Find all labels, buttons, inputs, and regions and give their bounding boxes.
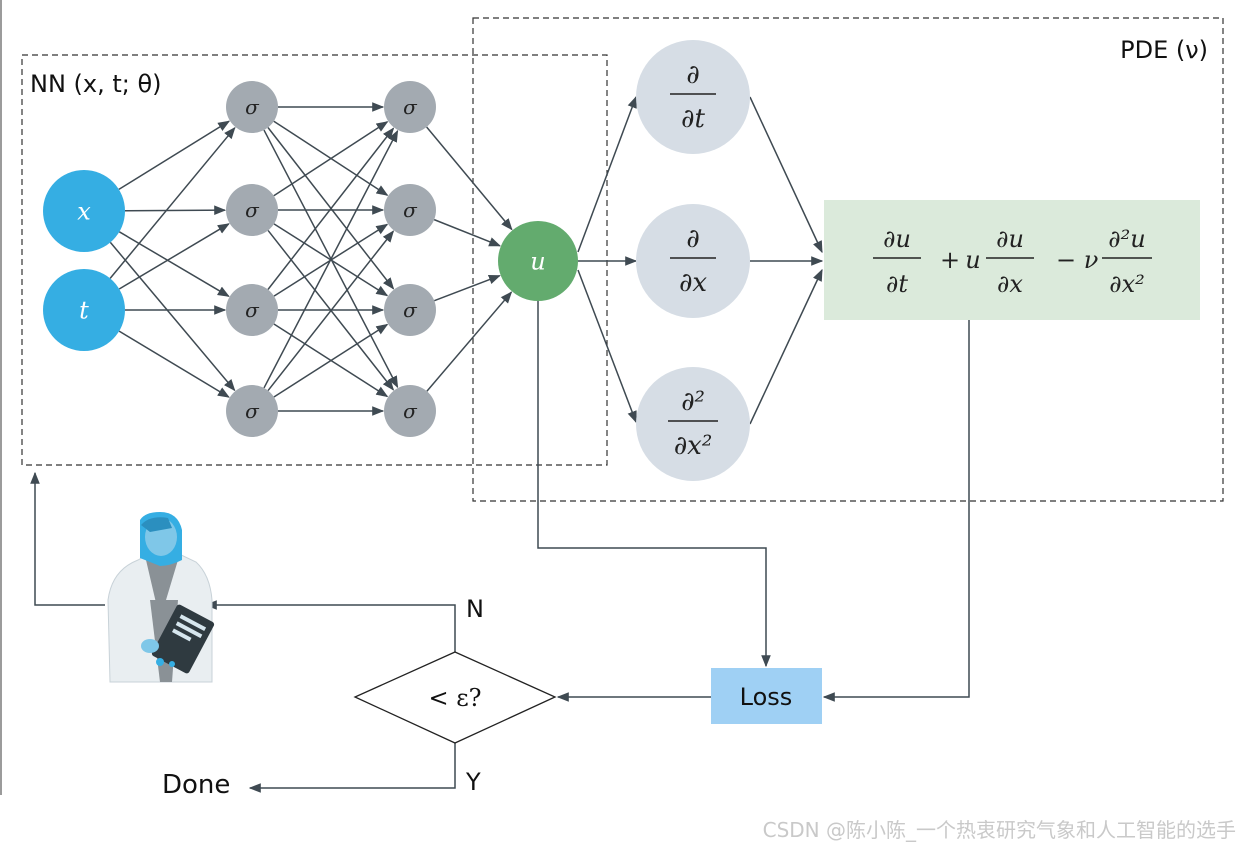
edge-dxx-to-pde <box>749 268 823 425</box>
coef-nu: ν <box>1084 246 1099 274</box>
hidden1-node-0: σ <box>226 81 278 133</box>
edge-h1-2-h2-0 <box>267 127 395 290</box>
derivative-node <box>636 204 750 318</box>
edge-decision-yes <box>248 743 456 793</box>
edge-input-1-h1-1 <box>118 223 230 290</box>
hidden2-node-3-circle <box>384 385 436 437</box>
edge-h2-1-output <box>433 218 502 247</box>
derivative-dx: ∂ ∂x <box>636 204 750 318</box>
hidden1-node-1-circle <box>226 184 278 236</box>
nn-box-title: NN (x, t; θ) <box>30 70 162 98</box>
input-node-x-label: x <box>77 197 91 225</box>
scientist-icon <box>107 512 215 683</box>
hidden1-node-3: σ <box>226 385 278 437</box>
pde-box <box>472 17 1224 502</box>
input-node-t-label: t <box>79 296 89 324</box>
derivative-den: ∂t <box>681 104 705 134</box>
watermark: CSDN @陈小陈_一个热衷研究气象和人工智能的选手 <box>763 818 1236 842</box>
edge-dt-to-pde <box>749 96 823 254</box>
hidden2-node-1-label: σ <box>403 198 418 222</box>
hidden1-node-1-label: σ <box>245 198 260 222</box>
term1-den: ∂t <box>886 270 908 298</box>
derivative-dxx: ∂² ∂x² <box>636 367 750 481</box>
edge-input-0-h1-1 <box>124 205 227 216</box>
loss-label: Loss <box>740 683 793 711</box>
edge-pde-to-loss <box>822 320 970 702</box>
term2-den: ∂x <box>997 270 1023 298</box>
derivative-num: ∂² <box>681 387 705 417</box>
decision-label: < ε? <box>428 684 481 712</box>
hidden2-node-1: σ <box>384 184 436 236</box>
edge-input-0-h1-2 <box>118 231 230 297</box>
derivative-num: ∂ <box>686 224 699 254</box>
output-node-u-circle <box>498 221 578 301</box>
edge-input-1-h1-0 <box>109 126 236 279</box>
hidden2-node-1-circle <box>384 184 436 236</box>
hidden2-node-0-circle <box>384 81 436 133</box>
decision-diamond <box>353 651 557 744</box>
input-node-x-circle <box>43 170 125 252</box>
hidden1-node-3-label: σ <box>245 399 260 423</box>
term3-num: ∂²u <box>1108 225 1146 253</box>
coef-u: u <box>965 246 980 274</box>
hidden1-node-2-circle <box>226 284 278 336</box>
term1-num: ∂u <box>883 225 911 253</box>
network-edges <box>109 102 513 416</box>
hidden2-node-0-label: σ <box>403 95 418 119</box>
network-nodes: x t σ σ σ σ σ σ σ σ u <box>43 81 578 437</box>
term3-den: ∂x² <box>1109 270 1145 298</box>
derivative-num: ∂ <box>686 60 699 90</box>
edge-u-to-dxx <box>577 269 637 424</box>
nn-box <box>21 54 608 466</box>
output-node-u: u <box>498 221 578 301</box>
edge-input-1-h1-3 <box>118 330 230 398</box>
pde-equation-box <box>824 200 1200 320</box>
decision-yes-label: Y <box>465 768 481 796</box>
edge-input-0-h1-3 <box>109 241 236 392</box>
done-label: Done <box>162 770 230 800</box>
derivative-dt: ∂ ∂t <box>636 40 750 154</box>
hidden1-node-2-label: σ <box>245 298 260 322</box>
edge-h2-3-output <box>426 291 513 392</box>
input-node-t-circle <box>43 269 125 351</box>
derivative-den: ∂x² <box>674 431 713 461</box>
edge-h2-0-output <box>426 126 513 231</box>
hidden2-node-2: σ <box>384 284 436 336</box>
pde-edges <box>30 95 970 793</box>
hidden1-node-1: σ <box>226 184 278 236</box>
derivative-den: ∂x <box>679 268 707 298</box>
op-minus: − <box>1056 246 1076 274</box>
edge-input-0-h1-0 <box>118 120 231 191</box>
hidden2-node-0: σ <box>384 81 436 133</box>
edge-h1-3-h2-0 <box>263 129 399 389</box>
derivative-node <box>636 367 750 481</box>
edge-h1-3-h2-2 <box>273 323 389 398</box>
hidden1-node-2: σ <box>226 284 278 336</box>
edge-u-to-dt <box>577 95 637 253</box>
edge-scientist-to-nn <box>30 471 105 606</box>
hidden1-node-3-circle <box>226 385 278 437</box>
hidden2-node-2-circle <box>384 284 436 336</box>
pde-box-title: PDE (ν) <box>1120 36 1208 64</box>
edge-decision-no <box>204 600 456 652</box>
hidden1-node-0-label: σ <box>245 95 260 119</box>
output-node-u-label: u <box>530 247 545 275</box>
loss-box <box>711 668 822 724</box>
term2-num: ∂u <box>996 225 1024 253</box>
derivative-node <box>636 40 750 154</box>
input-node-x: x <box>43 170 125 252</box>
pde-equation: ∂u ∂t + u ∂u ∂x − ν ∂²u ∂x² <box>873 225 1152 298</box>
edge-h1-3-h2-1 <box>267 230 395 392</box>
op-plus: + <box>940 246 960 274</box>
hidden2-node-2-label: σ <box>403 298 418 322</box>
hidden2-node-3-label: σ <box>403 399 418 423</box>
edge-u-to-loss <box>537 300 771 668</box>
input-node-t: t <box>43 269 125 351</box>
hidden2-node-3: σ <box>384 385 436 437</box>
edge-h1-1-h2-0 <box>273 121 389 197</box>
edge-h2-2-output <box>434 274 501 302</box>
hidden1-node-0-circle <box>226 81 278 133</box>
decision-no-label: N <box>466 595 484 623</box>
